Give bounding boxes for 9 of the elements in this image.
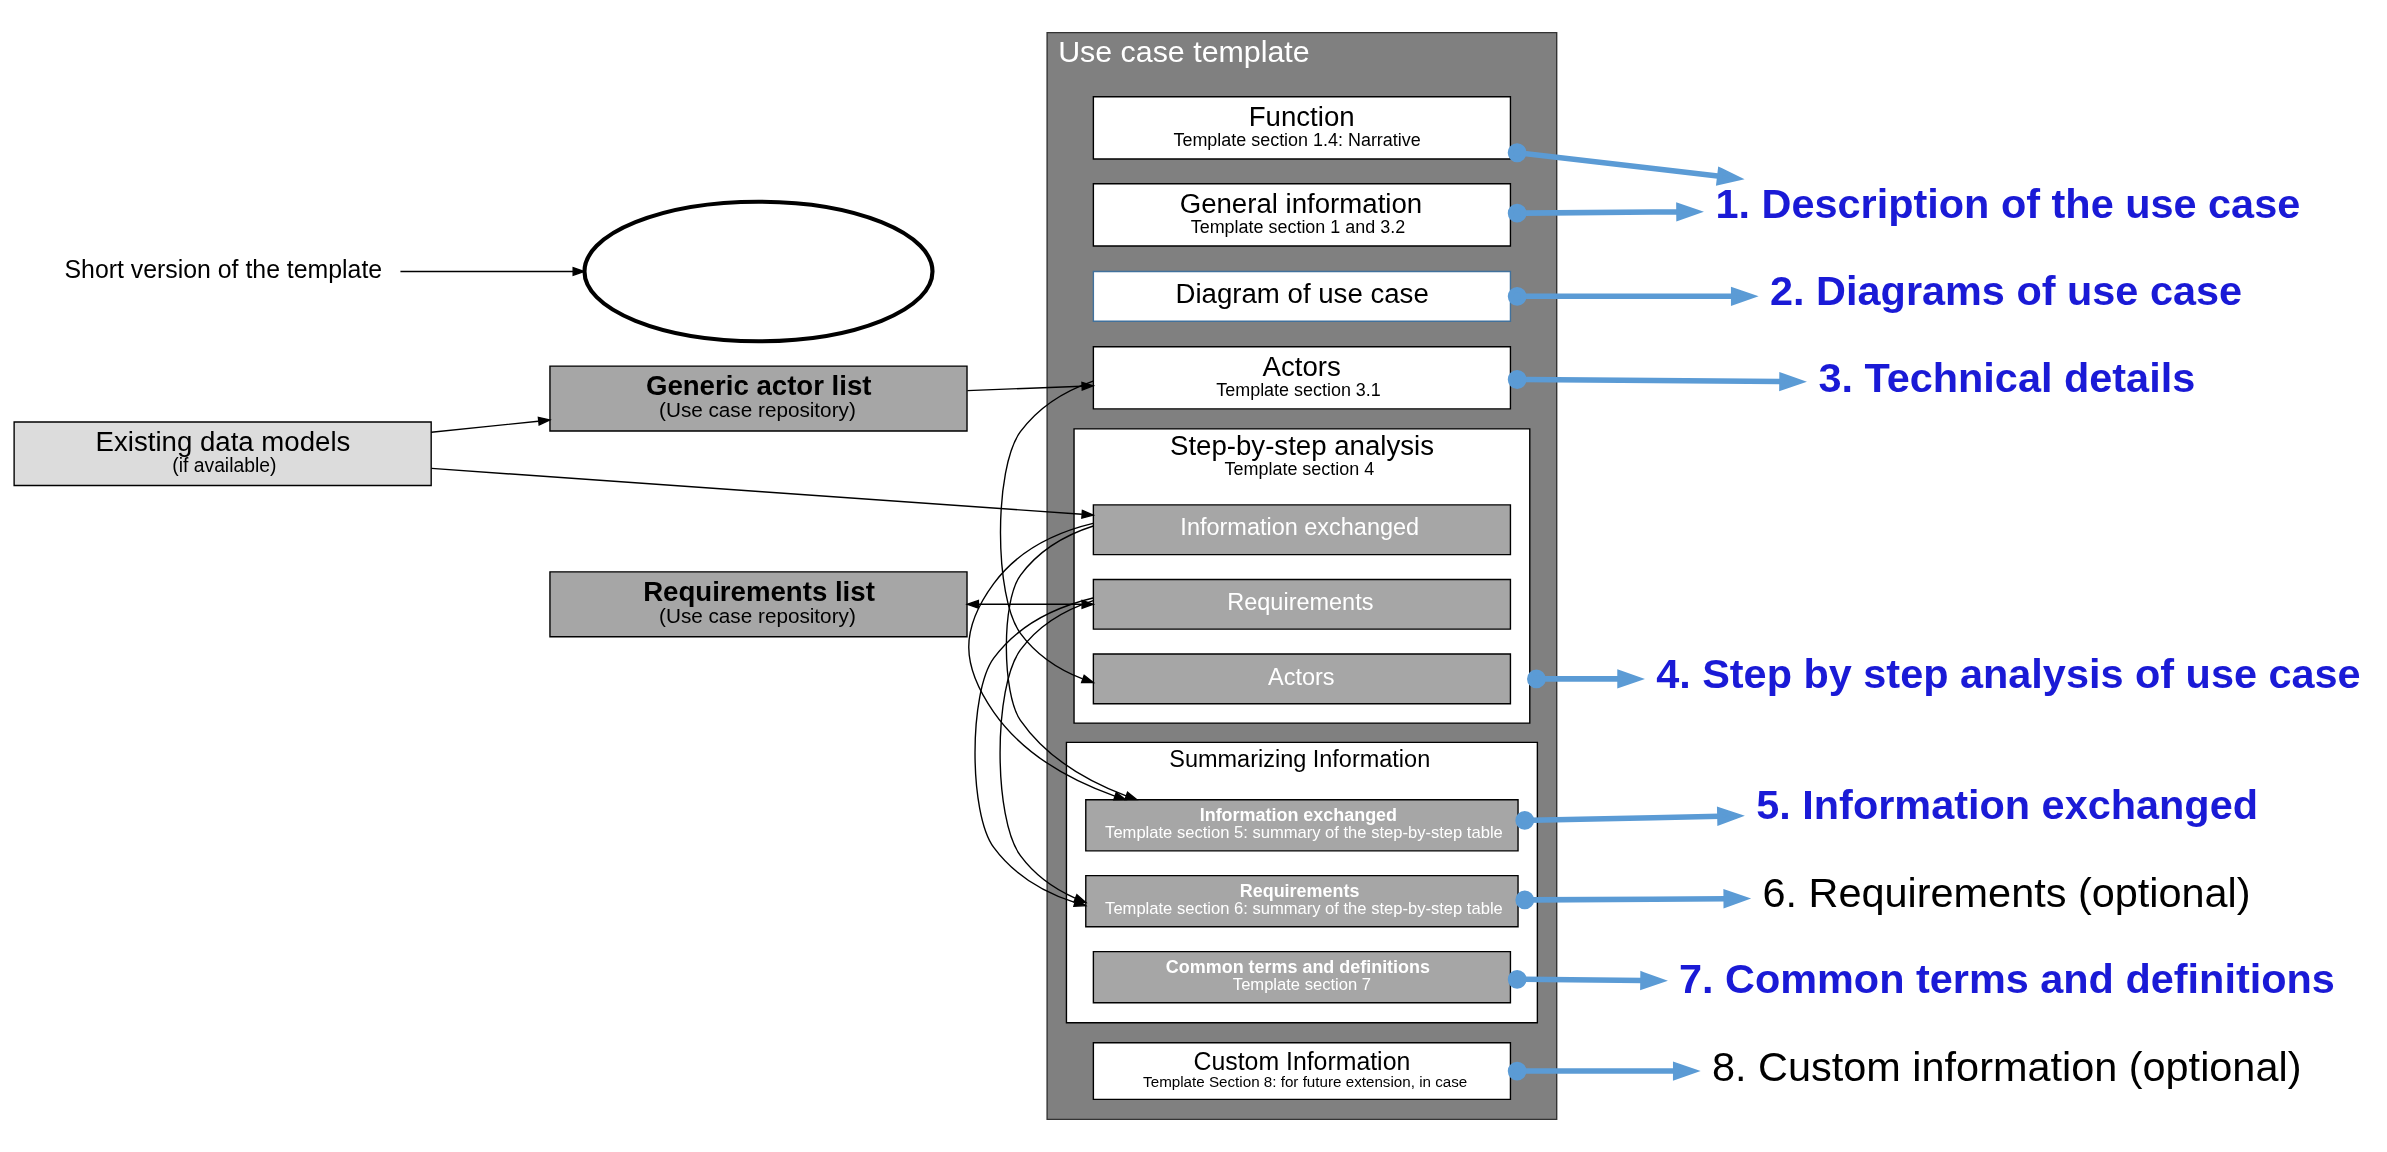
node-text: 1. Description of the use case xyxy=(1715,180,2301,228)
node-text: 8. Custom information (optional) xyxy=(1712,1043,2302,1091)
node-text: 5. Information exchanged xyxy=(1756,781,2259,829)
node-text: 7. Common terms and definitions xyxy=(1678,955,2335,1003)
node-text: 3. Technical details xyxy=(1818,354,2196,402)
node-text: 2. Diagrams of use case xyxy=(1770,267,2243,315)
node-text: Short version of the template xyxy=(64,255,383,283)
node-text: 6. Requirements (optional) xyxy=(1762,869,2251,917)
node-text: 4. Step by step analysis of use case xyxy=(1656,649,2361,697)
